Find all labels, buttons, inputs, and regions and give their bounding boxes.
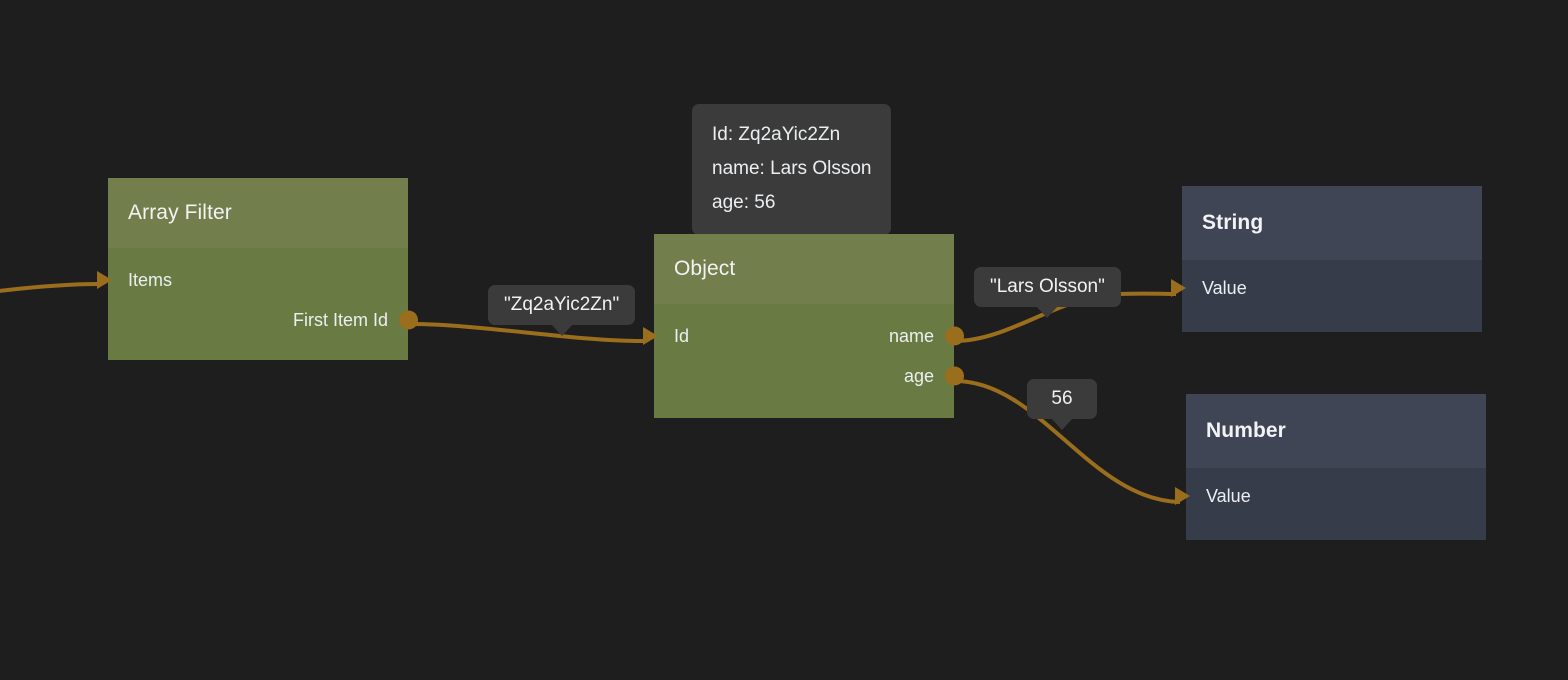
- node-number-body: Value: [1175, 468, 1486, 540]
- socket-output-age[interactable]: [945, 366, 964, 386]
- port-label-items: Items: [128, 269, 173, 290]
- edge-badge-name-label: "Lars Olsson": [990, 276, 1105, 297]
- wire-firstitemid-to-id: [410, 322, 646, 344]
- edge-badge-first-item-id: "Zq2aYic2Zn": [488, 285, 636, 336]
- edge-badge-tail-icon: [1051, 418, 1073, 430]
- port-row-age[interactable]: age: [654, 356, 964, 396]
- port-label-age: age: [903, 365, 934, 386]
- edge-badge-tail-icon: [550, 324, 573, 336]
- node-object[interactable]: Object Id name age: [643, 234, 964, 418]
- socket-input-string-value[interactable]: [1171, 279, 1186, 297]
- edge-badge-tail-icon: [1036, 306, 1059, 318]
- port-row-id[interactable]: Id: [643, 316, 954, 356]
- node-number[interactable]: Number Value: [1175, 394, 1486, 540]
- tooltip-line-age: age: 56: [712, 192, 776, 213]
- node-array-filter-body: Items First Item Id: [97, 248, 418, 360]
- node-string-title: String: [1182, 186, 1482, 260]
- port-label-first-item-id: First Item Id: [292, 309, 388, 330]
- edge-badge-age: 56: [1027, 379, 1097, 430]
- port-label-id: Id: [674, 325, 690, 346]
- socket-output-first-item-id[interactable]: [399, 310, 418, 330]
- port-label-string-value: Value: [1202, 277, 1247, 298]
- port-label-name: name: [888, 325, 934, 346]
- node-number-title: Number: [1186, 394, 1486, 468]
- node-object-title: Object: [654, 234, 954, 304]
- socket-input-number-value[interactable]: [1175, 487, 1190, 505]
- tooltip-line-name: name: Lars Olsson: [712, 158, 872, 179]
- node-array-filter[interactable]: Array Filter Items First Item Id: [97, 178, 418, 360]
- node-array-filter-title: Array Filter: [108, 178, 408, 248]
- node-string-body: Value: [1171, 260, 1482, 332]
- socket-input-id[interactable]: [643, 327, 658, 345]
- port-row-first-item-id[interactable]: First Item Id: [108, 300, 418, 340]
- port-row-number-value[interactable]: Value: [1175, 476, 1486, 516]
- port-label-number-value: Value: [1206, 485, 1251, 506]
- node-string[interactable]: String Value: [1171, 186, 1482, 332]
- wire-incoming-items: [0, 282, 99, 293]
- port-row-string-value[interactable]: Value: [1171, 268, 1482, 308]
- edge-badge-name: "Lars Olsson": [974, 267, 1121, 318]
- node-object-body: Id name age: [643, 304, 964, 418]
- port-row-items[interactable]: Items: [97, 260, 408, 300]
- socket-input-items[interactable]: [97, 271, 112, 289]
- port-row-name[interactable]: name: [654, 316, 964, 356]
- socket-output-name[interactable]: [945, 326, 964, 346]
- object-value-tooltip: Id: Zq2aYic2Zn name: Lars Olsson age: 56: [692, 104, 892, 248]
- tooltip-line-id: Id: Zq2aYic2Zn: [712, 124, 841, 145]
- edge-badge-first-item-id-label: "Zq2aYic2Zn": [504, 294, 620, 315]
- edge-badge-age-label: 56: [1051, 388, 1073, 409]
